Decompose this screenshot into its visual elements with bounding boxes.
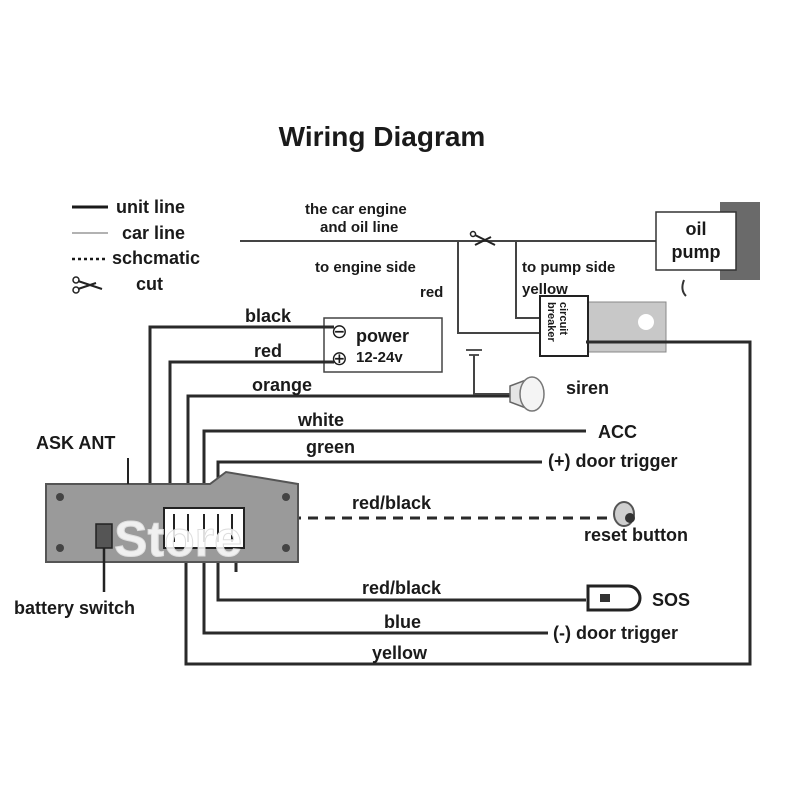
oil-pump-label-2: pump — [672, 242, 721, 262]
screw-icon-3 — [56, 544, 64, 552]
siren-ground-wire — [473, 355, 510, 395]
engine-red-label: red — [420, 284, 443, 301]
wire-black-label: black — [245, 306, 292, 326]
reset-button-cap — [625, 513, 635, 523]
screw-icon — [56, 493, 64, 501]
pump-side-wire — [515, 241, 542, 319]
siren-horn — [519, 376, 545, 412]
wire-orange-label: orange — [252, 375, 312, 395]
reset-button-label: reset button — [584, 525, 688, 545]
circuit-breaker-plate — [585, 301, 667, 353]
circuit-breaker-relay — [539, 295, 589, 357]
control-unit — [45, 458, 299, 592]
wire-orange — [186, 394, 510, 518]
sos-label: SOS — [652, 590, 690, 610]
wire-red-black-sos-label: red/black — [362, 578, 442, 598]
legend-unit-line-label: unit line — [116, 197, 185, 217]
wire-green-label: green — [306, 437, 355, 457]
oil-pump: oil pump — [655, 202, 760, 297]
screw-icon-4 — [282, 544, 290, 552]
cut-marker-icon — [469, 230, 496, 246]
battery-switch-label: battery switch — [14, 598, 135, 618]
oil-pump-label-1: oil — [686, 219, 707, 239]
door-trigger-minus-label: (-) door trigger — [553, 623, 678, 643]
circuit-breaker-label-2: breaker — [545, 302, 557, 342]
legend-schematic-label: schcmatic — [112, 248, 200, 268]
sos-button-dot — [600, 594, 610, 602]
scissors-icon — [72, 276, 103, 294]
oil-pump-lead — [681, 279, 687, 297]
pump-yellow-label: yellow — [522, 281, 568, 298]
power-plus-symbol: ⊕ — [331, 348, 348, 370]
oil-pump-label-box — [655, 211, 737, 271]
screw-icon-2 — [282, 493, 290, 501]
acc-label: ACC — [598, 422, 637, 442]
legend-cut-label: cut — [136, 274, 163, 294]
sos-button-body — [586, 584, 642, 612]
legend: unit line car line schcmatic cut — [72, 197, 200, 294]
siren — [466, 349, 545, 412]
wire-blue-label: blue — [384, 612, 421, 632]
circuit-breaker-label-1: circuit — [557, 302, 569, 335]
battery-switch-icon — [95, 523, 113, 549]
power-box — [323, 317, 443, 373]
diagram-title: Wiring Diagram — [279, 121, 486, 152]
store-watermark: Store — [114, 511, 242, 567]
door-trigger-plus-label: (+) door trigger — [548, 451, 678, 471]
wire-red-black-reset-label: red/black — [352, 493, 432, 513]
wire-yellow-label: yellow — [372, 643, 428, 663]
wire-blue — [202, 548, 548, 635]
engine-oil-line-label-2: and oil line — [320, 219, 398, 236]
engine-oil-line-label-1: the car engine — [305, 201, 407, 218]
wire-black — [148, 325, 334, 520]
ask-ant-label: ASK ANT — [36, 433, 115, 453]
to-pump-side-label: to pump side — [522, 259, 615, 276]
circuit-breaker: circuit breaker — [539, 295, 667, 357]
engine-side-wire — [457, 241, 542, 334]
power-voltage-label: 12-24v — [356, 349, 403, 366]
wire-red-black-sos — [216, 548, 586, 602]
to-engine-side-label: to engine side — [315, 259, 416, 276]
wire-yellow — [184, 340, 752, 666]
wire-red-label: red — [254, 341, 282, 361]
wire-white-label: white — [297, 410, 344, 430]
siren-label: siren — [566, 378, 609, 398]
circuit-breaker-hole — [638, 314, 654, 330]
legend-car-line-label: car line — [122, 223, 185, 243]
power-minus-symbol: ⊖ — [331, 321, 348, 343]
power-label: power — [356, 326, 409, 346]
wire-red — [168, 360, 334, 518]
reset-button-icon — [613, 501, 635, 527]
sos-button-icon — [586, 584, 642, 612]
